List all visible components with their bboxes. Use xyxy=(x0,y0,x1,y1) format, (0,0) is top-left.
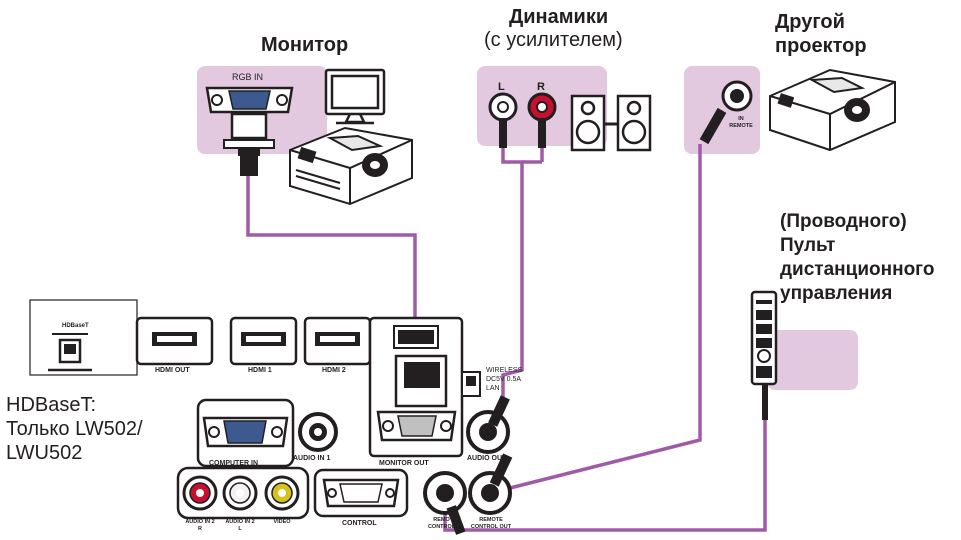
remote-control-in-line1: REMOTE xyxy=(433,517,457,523)
remote-line4: управления xyxy=(780,283,893,304)
monitor-label: Монитор xyxy=(261,34,349,56)
audio-in2-r-line2: R xyxy=(198,526,202,532)
remote-control-out-label: REMOTE CONTROL OUT xyxy=(465,517,517,531)
rgb-in-port xyxy=(205,86,294,176)
wired-remote-label: (Проводного) Пульт дистанционного управл… xyxy=(780,210,934,306)
audio-in2-r-label: AUDIO IN 2 R xyxy=(178,519,222,533)
remote-in-line1: IN xyxy=(738,116,744,122)
wireless-line2: DC5V 0.5A xyxy=(486,376,522,383)
other-projector-label: Другой проектор xyxy=(775,10,867,58)
rgb-in-label: RGB IN xyxy=(232,72,264,82)
audio-out-jack xyxy=(466,395,510,454)
projector-highlight xyxy=(684,66,760,154)
video-label: VIDEO xyxy=(273,519,291,525)
speaker-l-label: L xyxy=(498,81,505,93)
monitor-icon xyxy=(324,68,386,125)
wireless-line1: WIRELESS xyxy=(486,367,523,374)
other-projector-icon xyxy=(769,68,896,152)
audio-in2-r-line1: AUDIO IN 2 xyxy=(185,519,215,525)
audio-in2-l-label: AUDIO IN 2 L xyxy=(218,519,262,533)
remote-line2: Пульт xyxy=(780,235,836,256)
audio-in2-l-line1: AUDIO IN 2 xyxy=(225,519,255,525)
speaker-jacks xyxy=(488,92,557,148)
rca-ports xyxy=(176,466,310,520)
wireless-line3: LAN xyxy=(486,385,500,392)
other-projector-line2: проектор xyxy=(775,35,867,57)
remote-control-out-line2: CONTROL OUT xyxy=(470,524,512,530)
control-port xyxy=(313,468,409,518)
projector-icon xyxy=(289,126,413,206)
wireless-label: WIRELESS DC5V 0.5A LAN xyxy=(486,366,522,393)
remote-in-jack xyxy=(699,80,753,145)
speaker-cable xyxy=(501,148,524,405)
speakers-subtitle: (с усилителем) xyxy=(484,29,623,51)
audio-in1-label: AUDIO IN 1 xyxy=(293,455,331,462)
remote-highlight xyxy=(767,330,858,390)
hdmi-out-label: HDMI OUT xyxy=(155,367,190,374)
remote-cable xyxy=(509,144,702,490)
remote-in-line2: REMOTE xyxy=(729,123,753,129)
lan-port xyxy=(461,371,481,397)
audio-in2-l-line2: L xyxy=(238,526,242,532)
speaker-r-label: R xyxy=(537,81,545,93)
remote-control-jacks xyxy=(423,453,513,535)
computer-in-label: COMPUTER IN xyxy=(209,460,258,467)
monitor-out-label: MONITOR OUT xyxy=(379,460,429,467)
hdbaset-note-line1: HDBaseT: xyxy=(6,394,97,416)
speakers-title: Динамики xyxy=(509,6,609,28)
audio-out-label: AUDIO OUT xyxy=(467,455,507,462)
computer-in-port xyxy=(196,398,295,468)
remote-line3: дистанционного xyxy=(780,259,935,280)
remote-control-in-line2: CONTROL IN xyxy=(427,524,463,530)
hdbaset-module xyxy=(29,299,138,376)
remote-control-in-label: REMOTE CONTROL IN xyxy=(420,517,470,531)
audio-in1-jack xyxy=(298,412,338,452)
wired-remote-icon xyxy=(750,290,778,420)
hdbaset-note-line2: Только LW502/ xyxy=(6,418,143,440)
hdbaset-note-line3: LWU502 xyxy=(6,442,83,464)
control-label: CONTROL xyxy=(342,520,377,527)
hdmi2-label: HDMI 2 xyxy=(322,367,346,374)
remote-line1: (Проводного) xyxy=(780,211,907,232)
hdbaset-note: HDBaseT: Только LW502/ LWU502 xyxy=(6,393,143,465)
monitor-cable xyxy=(246,176,417,370)
remote-control-out-line1: REMOTE xyxy=(479,517,503,523)
hdbaset-label: HDBaseT xyxy=(62,323,89,329)
hdmi1-label: HDMI 1 xyxy=(248,367,272,374)
remote-in-label: IN REMOTE xyxy=(718,116,764,130)
other-projector-line1: Другой xyxy=(775,11,845,33)
speaker-boxes-icon xyxy=(570,94,652,152)
monitor-out-block xyxy=(368,316,464,458)
hdmi-ports xyxy=(135,316,372,366)
cables xyxy=(246,144,767,532)
